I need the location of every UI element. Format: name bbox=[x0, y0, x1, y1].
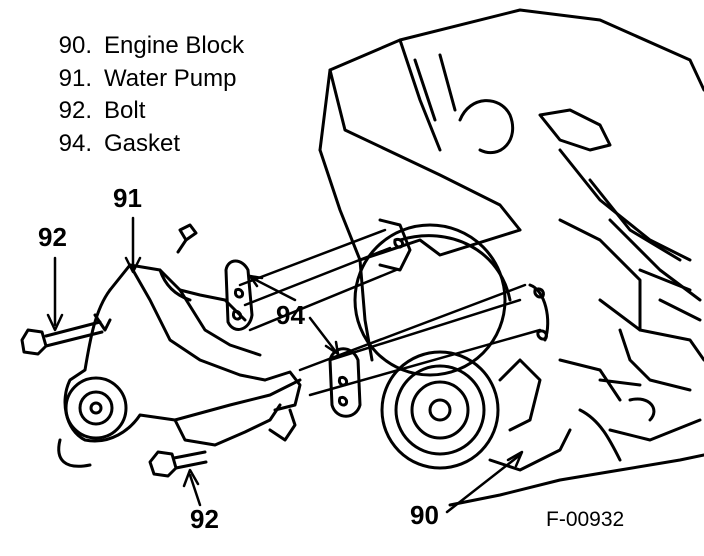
water-pump bbox=[57, 223, 302, 468]
legend-label: Bolt bbox=[104, 97, 146, 124]
legend-number: 94. bbox=[58, 129, 92, 157]
crank-pulley bbox=[353, 223, 572, 472]
legend-row-engine-block: 90. Engine Block bbox=[38, 30, 244, 63]
legend-row-gasket: 94. Gasket bbox=[38, 128, 244, 161]
engine-block bbox=[318, 8, 704, 507]
legend-number: 92. bbox=[58, 97, 92, 124]
legend-label: Water Pump bbox=[104, 64, 237, 92]
legend-row-bolt: 92. Bolt bbox=[38, 95, 244, 128]
alignment-lines bbox=[238, 228, 542, 397]
callout-94-gasket: 94 bbox=[276, 300, 305, 330]
leader-lines bbox=[46, 216, 524, 514]
gasket-upper bbox=[224, 259, 254, 331]
legend-label: Engine Block bbox=[104, 32, 245, 59]
legend: 90. Engine Block 91. Water Pump 92. Bolt… bbox=[38, 30, 244, 160]
legend-row-water-pump: 91. Water Pump bbox=[38, 63, 244, 96]
bolt-lower bbox=[148, 450, 208, 478]
callout-90-engine-block: 90 bbox=[410, 500, 439, 530]
callout-92-bolt-upper: 92 bbox=[38, 222, 67, 252]
callout-92-bolt-lower: 92 bbox=[190, 504, 219, 534]
callout-91-water-pump: 91 bbox=[113, 183, 142, 213]
legend-number: 90. bbox=[58, 32, 92, 59]
legend-label: Gasket bbox=[104, 129, 181, 157]
figure-id: F-00932 bbox=[546, 508, 625, 531]
legend-number: 91. bbox=[58, 64, 92, 92]
bolt-upper bbox=[20, 320, 104, 356]
